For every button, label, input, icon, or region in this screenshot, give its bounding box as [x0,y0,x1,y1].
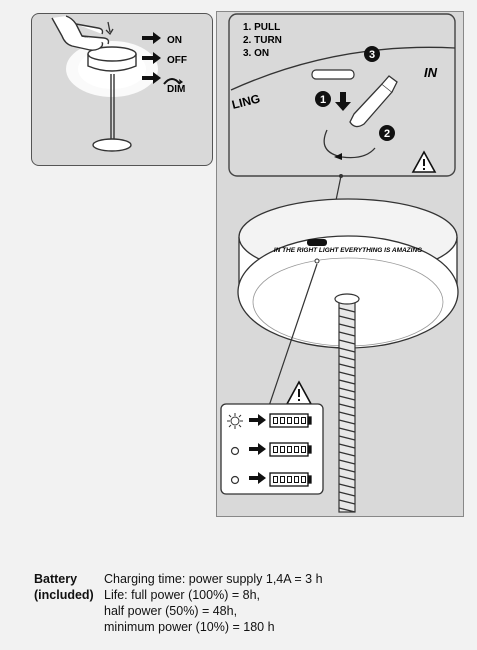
step-badge-1 [315,91,331,107]
power-cable [334,293,360,513]
arrow-down-icon [335,92,351,111]
charging-diagram-panel: 1 2 3 1. PULL 2. TURN 3. ON IN LING [216,11,464,517]
state-label-off: OFF [167,55,187,66]
spec-life-full: Life: full power (100%) = 8h, [104,588,260,602]
spec-label-included: (included) [34,588,94,602]
battery-icon [269,413,312,487]
engraving-in: IN [424,65,438,80]
arrow-right-icon [142,32,161,84]
step-badge-2 [379,125,395,141]
tap-icon [105,21,114,36]
spec-charging-time: Charging time: power supply 1,4A = 3 h [104,572,323,586]
spec-label-battery: Battery [34,572,78,586]
state-label-dim: DIM [167,84,185,95]
step-badge-1-number: 1 [320,94,326,106]
lamp-stem [92,74,132,152]
step-on: 3. ON [243,48,269,59]
step-badge-3 [364,46,380,62]
step-badge-3-number: 3 [369,49,375,61]
step-turn: 2. TURN [243,35,282,46]
usb-plug-icon [349,75,398,128]
spec-life-half: half power (50%) = 48h, [104,604,238,618]
battery-indicator-box [220,403,324,495]
circle-icon [230,475,240,485]
spec-life-min: minimum power (10%) = 180 h [104,620,275,634]
dim-arc-icon [163,78,181,85]
hand-press-icon [51,15,110,51]
arrow-right-icon [249,414,266,484]
zoom-inset: 1 2 3 1. PULL 2. TURN 3. ON IN LING [228,13,456,177]
warning-triangle-icon [285,380,313,405]
state-label-on: ON [167,35,182,46]
sun-icon [227,413,243,429]
lamp-usage-panel: ON OFF DIM [31,13,213,166]
step-badge-2-number: 2 [384,128,390,140]
circle-icon [230,446,240,456]
warning-triangle-icon [411,150,437,173]
engraving-ling: LING [230,91,261,112]
lamp-engraving: IN THE RIGHT LIGHT EVERYTHING IS AMAZING [274,247,422,254]
step-pull: 1. PULL [243,22,280,33]
lamp-head-large [237,198,459,349]
lamp-head-illustration [87,46,137,72]
